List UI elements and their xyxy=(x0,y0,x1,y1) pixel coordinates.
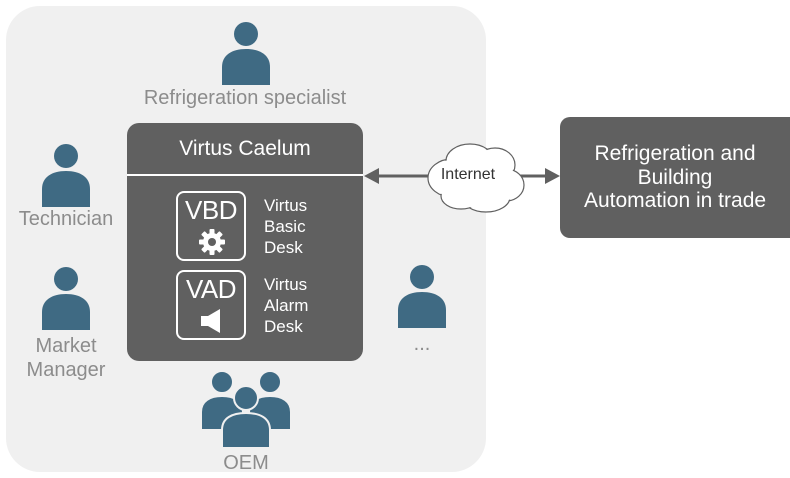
refrigeration-building-automation-box: Refrigeration and Building Automation in… xyxy=(560,117,790,238)
technician-label: Technician xyxy=(18,208,114,230)
refrigeration-specialist-label: Refrigeration specialist xyxy=(143,87,347,109)
virtus-caelum-panel: Virtus Caelum VBD Virtus Basic Desk VAD … xyxy=(127,123,363,361)
vad-module-box: VAD xyxy=(176,270,246,340)
virtus-caelum-title: Virtus Caelum xyxy=(179,137,311,160)
refrigeration-building-automation-text: Refrigeration and Building Automation in… xyxy=(583,142,767,212)
market-manager-label: Market Manager xyxy=(26,335,106,381)
oem-label: OEM xyxy=(223,452,269,474)
technician-person-icon xyxy=(42,144,90,207)
gear-icon xyxy=(199,229,225,255)
vbd-abbreviation: VBD xyxy=(185,195,237,225)
others-label: ... xyxy=(413,333,431,355)
vad-abbreviation: VAD xyxy=(185,274,237,304)
speaker-icon xyxy=(201,309,220,333)
internet-label: Internet xyxy=(440,166,496,183)
oem-group-icon xyxy=(200,370,292,449)
refrigeration-specialist-person-icon xyxy=(222,22,270,85)
vad-module-name: Virtus Alarm Desk xyxy=(264,275,309,336)
vbd-module-name: Virtus Basic Desk xyxy=(264,196,308,257)
other-person-icon xyxy=(398,265,446,328)
virtus-caelum-divider xyxy=(127,174,363,176)
vbd-module-box: VBD xyxy=(176,191,246,261)
market-manager-person-icon xyxy=(42,267,90,330)
